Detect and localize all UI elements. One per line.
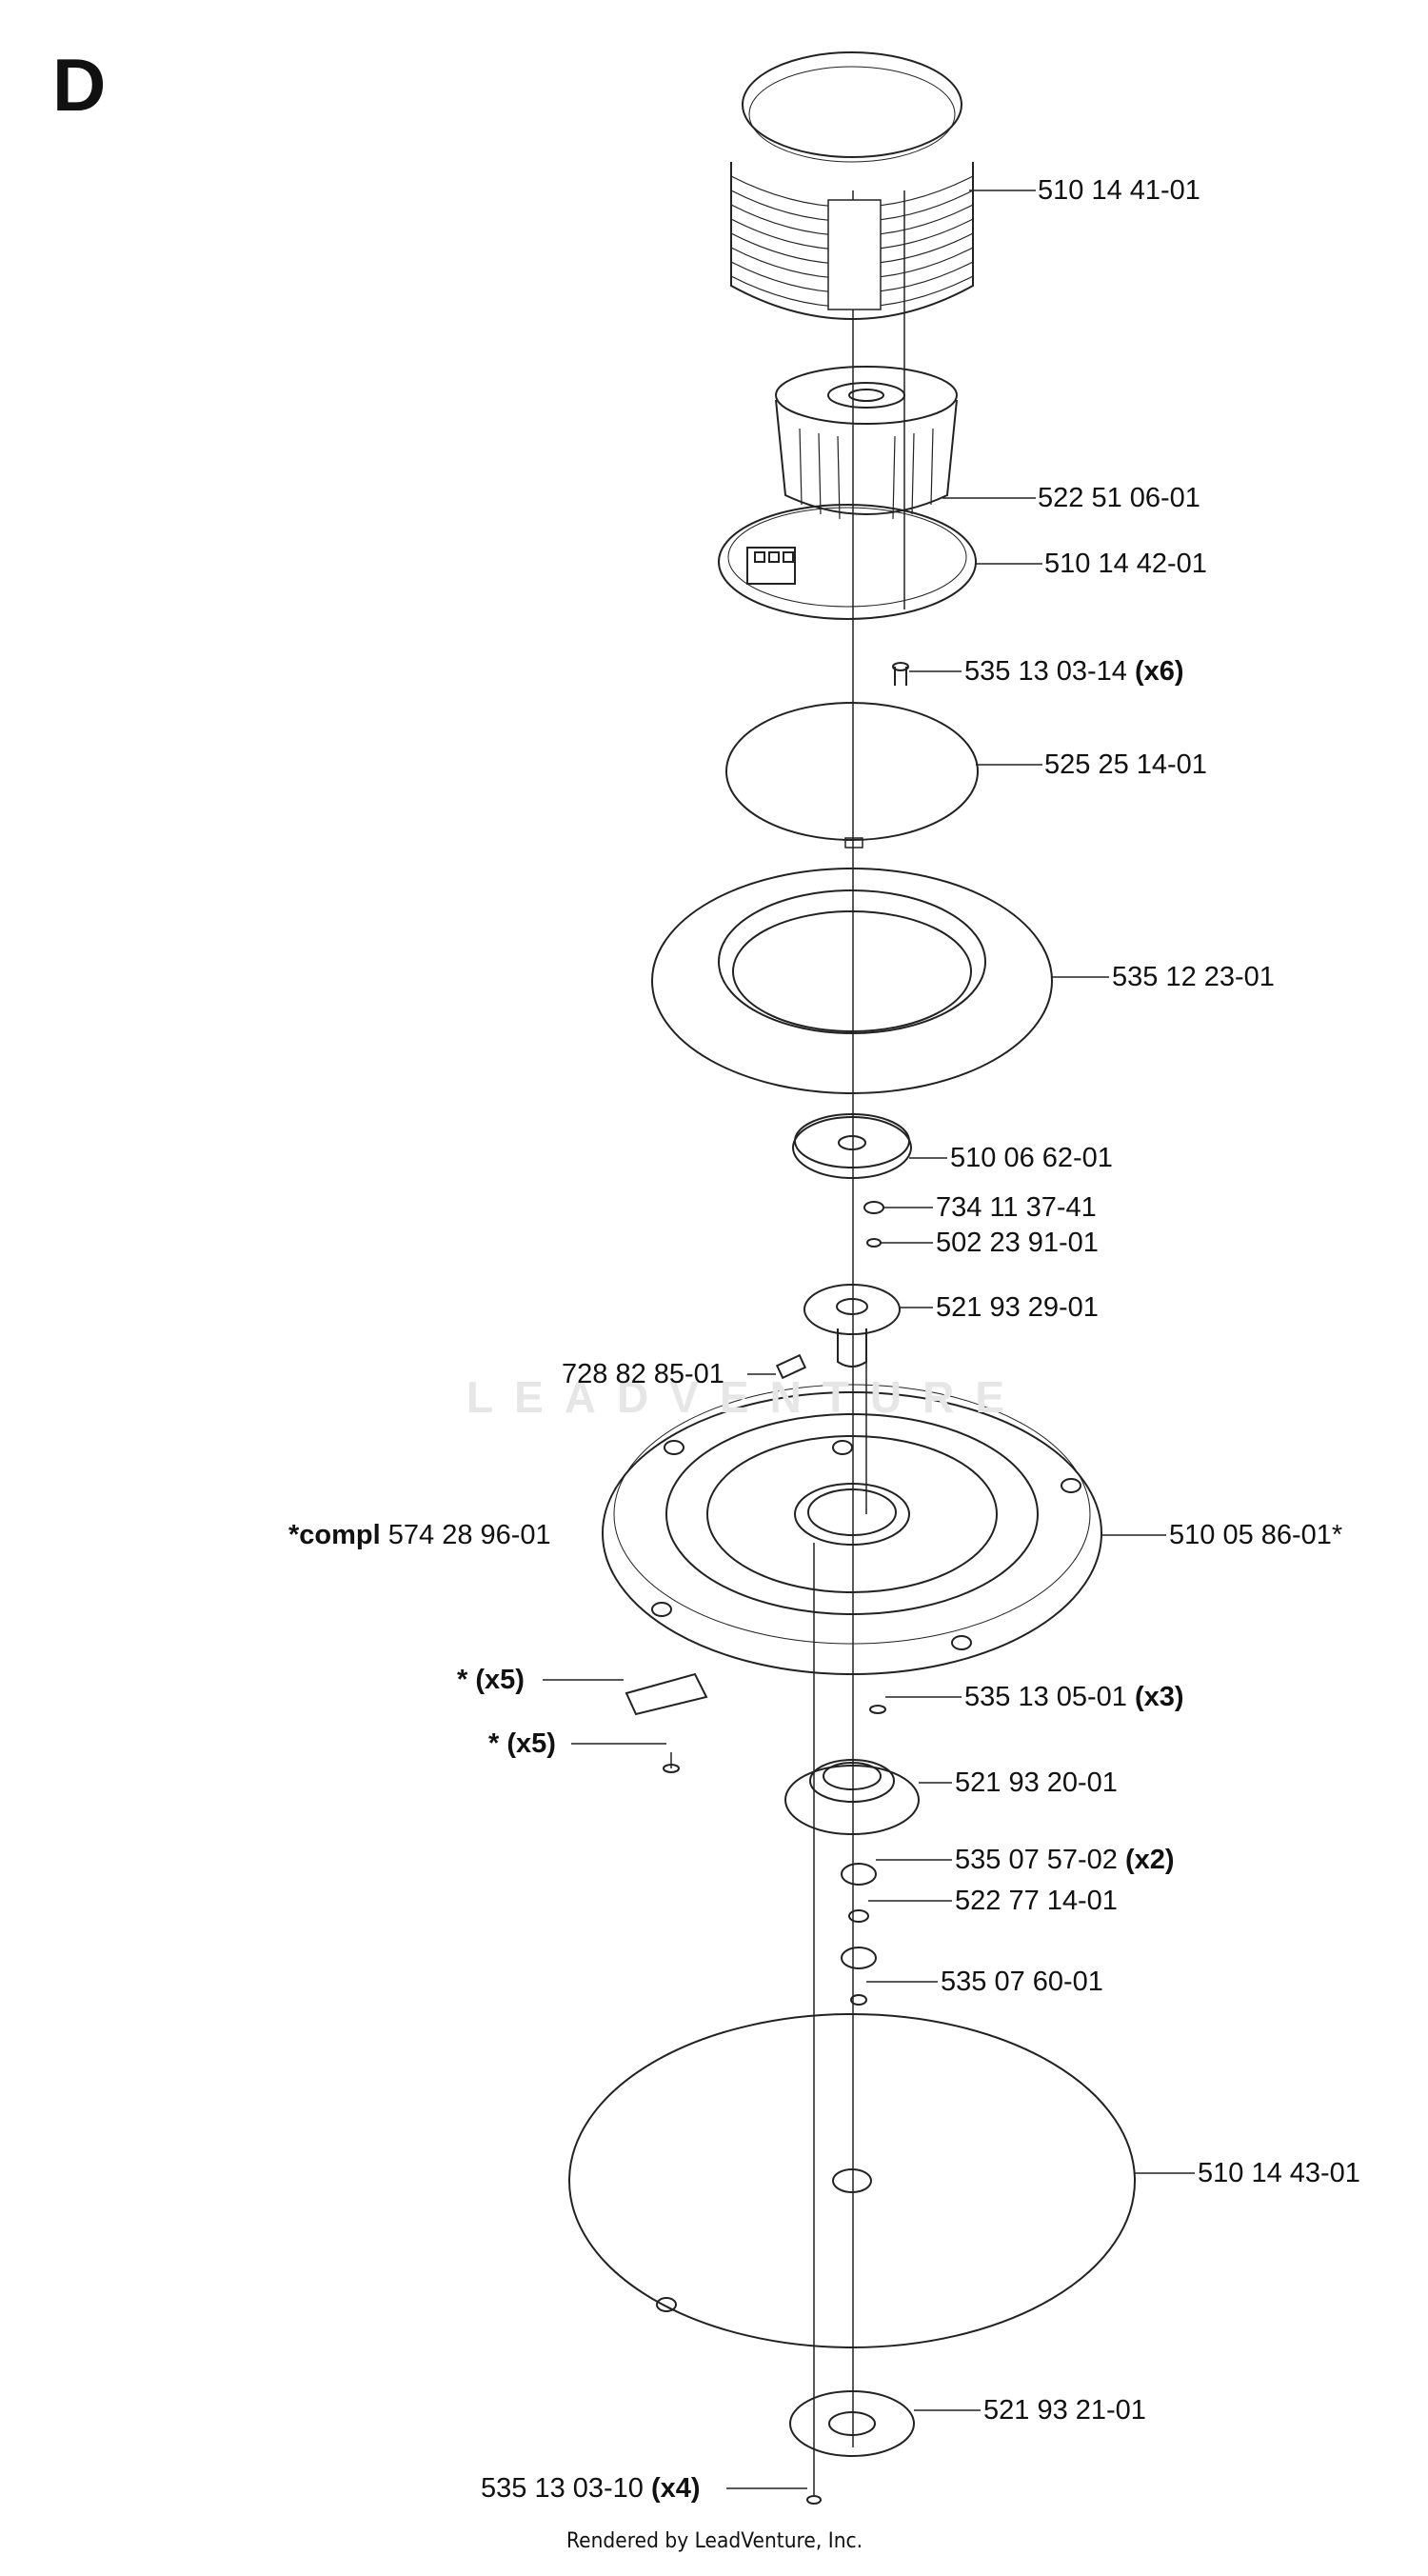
- part-label[interactable]: 535 07 60-01: [941, 1967, 1103, 1997]
- bearing-part: [841, 1947, 877, 1969]
- washer-part: [848, 1909, 869, 1923]
- star-label[interactable]: * (x5): [488, 1728, 556, 1759]
- part-label[interactable]: 521 93 29-01: [936, 1292, 1099, 1323]
- thin-disc-part: [725, 702, 979, 841]
- part-label[interactable]: 510 05 86-01*: [1169, 1520, 1343, 1550]
- part-label[interactable]: 535 12 23-01: [1112, 962, 1275, 992]
- part-label[interactable]: 510 14 41-01: [1038, 175, 1200, 206]
- bottom-hub-part: [789, 2390, 915, 2457]
- housing-cylinder-part: [730, 51, 974, 320]
- part-label[interactable]: 510 14 43-01: [1198, 2158, 1360, 2188]
- blade-part: [625, 1672, 708, 1716]
- shaft-hub-part: [803, 1284, 901, 1368]
- screw-part: [663, 1752, 680, 1773]
- part-label[interactable]: 535 07 57-02 (x2): [955, 1845, 1175, 1875]
- part-label[interactable]: 510 14 42-01: [1044, 549, 1207, 579]
- section-letter: D: [52, 43, 107, 127]
- part-label[interactable]: 510 06 62-01: [950, 1143, 1113, 1173]
- bearing-part: [841, 1863, 877, 1886]
- ring-part: [651, 868, 1053, 1094]
- part-label[interactable]: 521 93 20-01: [955, 1767, 1118, 1798]
- set-screw-part: [775, 1353, 807, 1380]
- dish-part: [602, 1384, 1102, 1675]
- bottom-disc-part: [568, 2013, 1136, 2348]
- watermark: LEADVENTURE: [466, 1372, 1026, 1422]
- star-label[interactable]: * (x5): [457, 1665, 525, 1695]
- part-label[interactable]: 535 13 03-14 (x6): [964, 656, 1184, 687]
- part-label[interactable]: 502 23 91-01: [936, 1228, 1099, 1258]
- part-label[interactable]: 535 13 03-10 (x4): [481, 2473, 701, 2504]
- part-label[interactable]: 521 93 21-01: [983, 2395, 1146, 2426]
- screw-part: [806, 2495, 822, 2505]
- part-label[interactable]: 525 25 14-01: [1044, 749, 1207, 780]
- compl-label[interactable]: *compl 574 28 96-01: [288, 1520, 551, 1550]
- bearing-housing-part: [784, 1759, 920, 1835]
- part-label[interactable]: 734 11 37-41: [936, 1192, 1097, 1223]
- part-label[interactable]: 535 13 05-01 (x3): [964, 1682, 1184, 1712]
- screw-part: [869, 1705, 886, 1714]
- base-plate-part: [718, 504, 977, 620]
- screw-part: [892, 662, 909, 686]
- footer-credit: Rendered by LeadVenture, Inc.: [566, 2529, 863, 2553]
- part-label[interactable]: 728 82 85-01: [562, 1359, 724, 1389]
- nut-part: [850, 1994, 867, 2006]
- motor-part: [775, 366, 958, 520]
- part-label[interactable]: 522 77 14-01: [955, 1886, 1118, 1916]
- part-label[interactable]: 522 51 06-01: [1038, 483, 1200, 513]
- washer-part: [863, 1201, 884, 1214]
- screw-part: [866, 1238, 882, 1248]
- hub-part: [792, 1113, 912, 1179]
